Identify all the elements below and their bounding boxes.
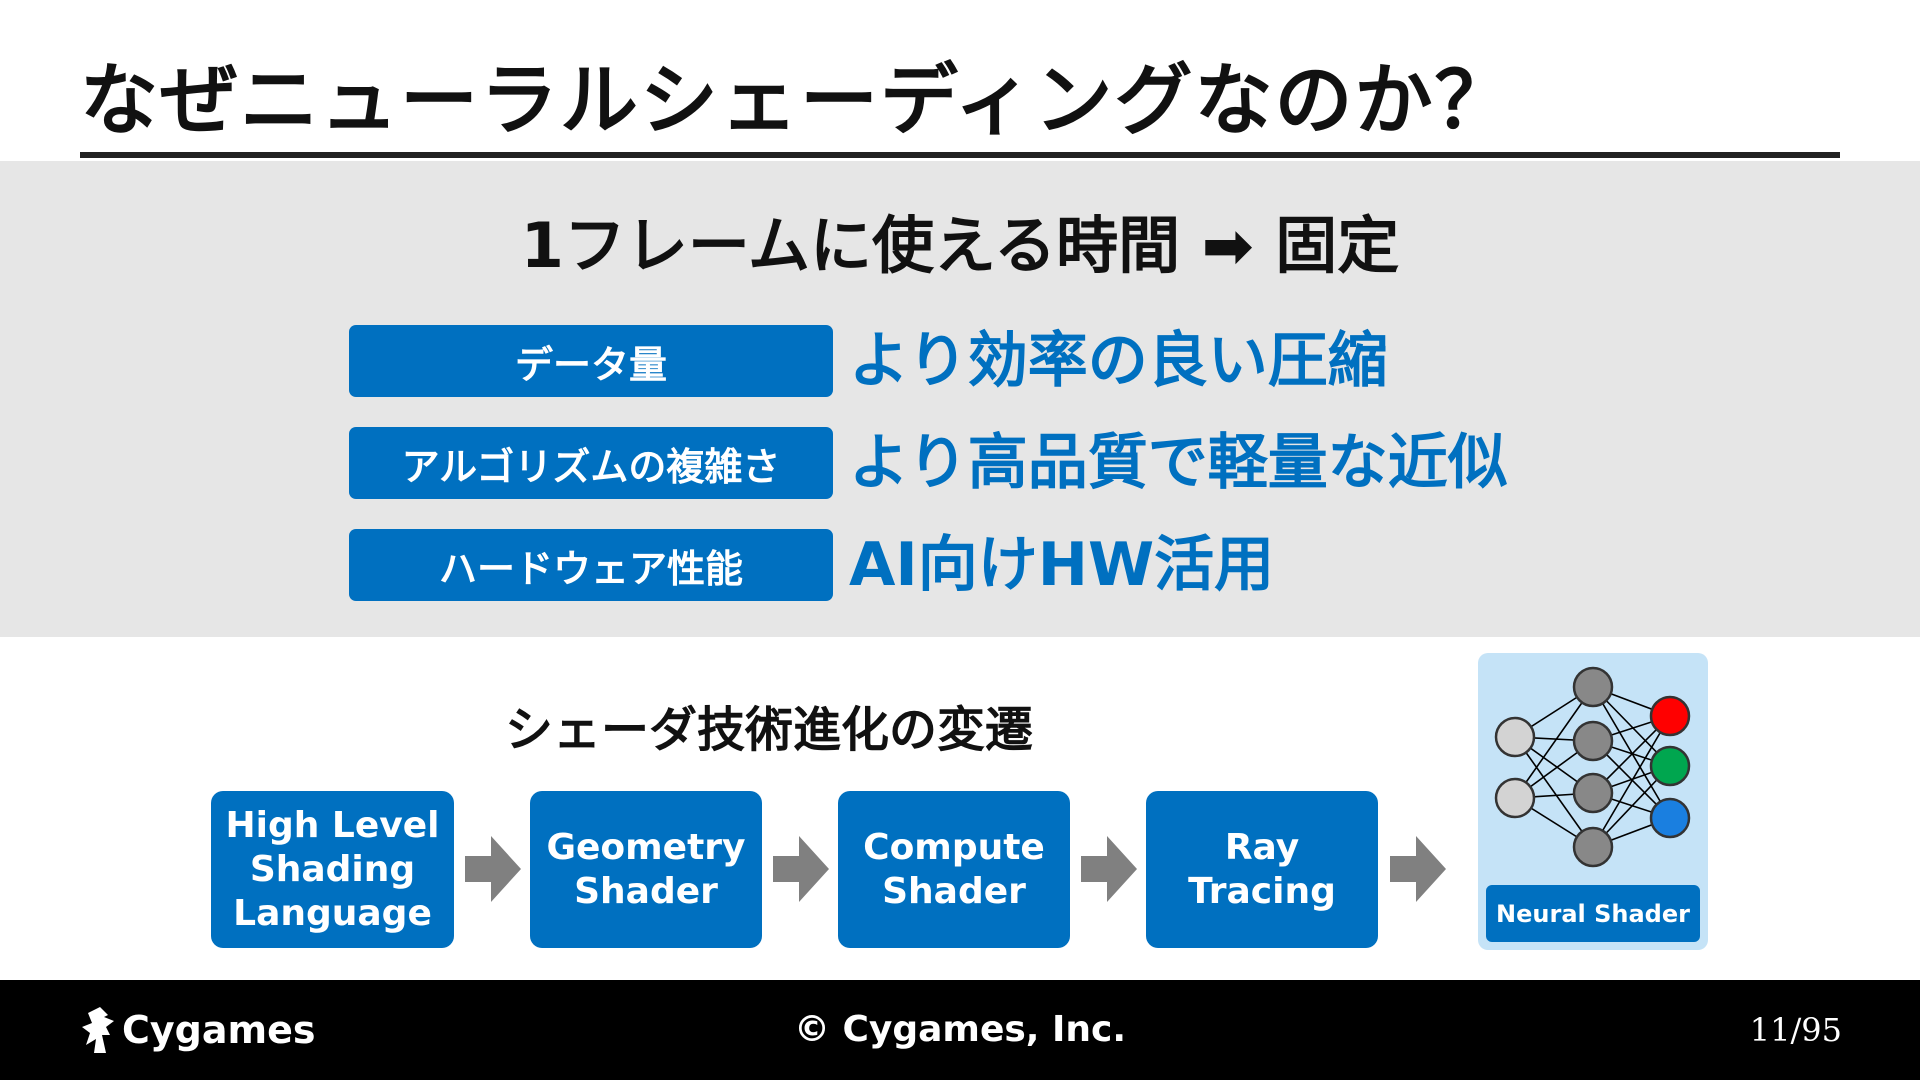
copyright: © Cygames, Inc. [793,1009,1127,1050]
stage-line: Shader [574,870,718,912]
page-number: 11/95 [1749,1011,1842,1049]
point-label: アルゴリズムの複雑さ [349,427,833,499]
evolution-title: シェーダ技術進化の変遷 [505,702,1034,758]
stage-line: Ray [1224,826,1300,868]
stage-line: Language [233,892,432,934]
arrow-right-icon [1081,836,1137,902]
stage-line: Geometry [546,826,746,868]
point-value: AI向けHW活用 [849,530,1275,600]
fixed-frame-time-heading: 1フレームに使える時間 ➡ 固定 [520,209,1400,282]
point-label: データ量 [349,325,833,397]
point-label: ハードウェア性能 [349,529,833,601]
stage-ray-tracing: Ray Tracing [1146,791,1378,948]
stage-line: Shader [882,870,1026,912]
arrow-right-icon [773,836,829,902]
cygames-mark-icon [82,1007,114,1053]
neural-shader-label: Neural Shader [1486,885,1700,942]
arrow-right-icon [1390,836,1446,902]
key-points-panel [0,161,1920,637]
title-underline [80,152,1840,158]
stage-line: Compute [863,826,1045,868]
neural-network-icon [1494,666,1691,868]
point-value: より効率の良い圧縮 [849,326,1388,396]
neural-shader-panel: Neural Shader [1478,653,1708,950]
cygames-logo: Cygames [80,1002,316,1058]
logo-text: Cygames [122,1008,316,1052]
stage-line: Shading [249,848,416,890]
point-value: より高品質で軽量な近似 [849,428,1508,498]
slide-title: なぜニューラルシェーディングなのか？ [80,56,1515,146]
footer: Cygames © Cygames, Inc. 11/95 [0,980,1920,1080]
stage-line: High Level [225,804,440,846]
stage-compute-shader: Compute Shader [838,791,1070,948]
stage-hlsl: High Level Shading Language [211,791,454,948]
arrow-right-icon [465,836,521,902]
stage-line: Tracing [1188,870,1336,912]
stage-geometry-shader: Geometry Shader [530,791,762,948]
